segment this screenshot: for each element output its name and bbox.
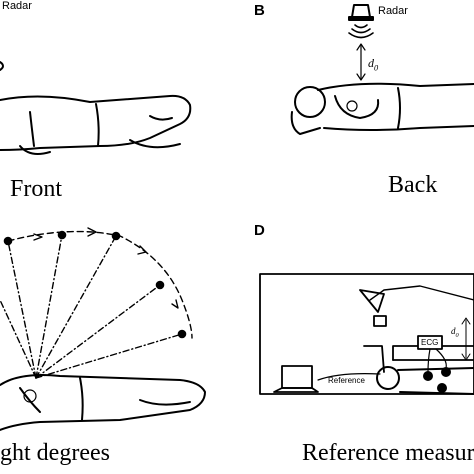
panel-c-caption: ght degrees: [0, 440, 110, 466]
panel-b-letter: B: [254, 2, 265, 19]
panel-d-ecg-label: ECG: [421, 338, 439, 347]
panel-d-caption: Reference measure: [302, 440, 474, 466]
panel-d-drawing: [259, 273, 474, 395]
panel-d-reference-label: Reference: [328, 376, 365, 385]
panel-b-drawing: [290, 4, 474, 135]
panel-d-distance-label: d0: [451, 326, 459, 339]
panel-b-radar-label: Radar: [378, 5, 408, 17]
panel-a-radar-label: Radar: [2, 0, 32, 12]
panel-c-drawing: [0, 227, 206, 431]
panel-a-drawing: [0, 61, 192, 155]
panel-a-caption: Front: [10, 176, 63, 202]
panel-d-letter: D: [254, 222, 265, 239]
panel-b-distance-label: d0: [368, 56, 379, 73]
panel-b-caption: Back: [388, 172, 438, 198]
